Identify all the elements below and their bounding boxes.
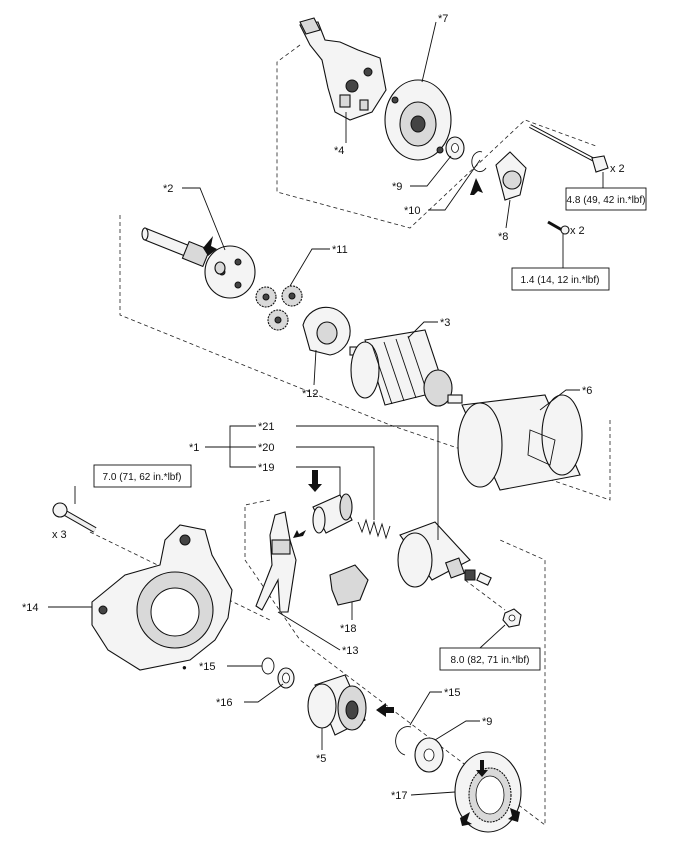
leader-21 <box>296 425 439 540</box>
arrow-ring-right <box>508 808 520 822</box>
leader-20 <box>296 446 375 520</box>
bracket-1c <box>229 447 256 468</box>
starter-housing <box>91 524 233 671</box>
end-cap <box>495 151 527 201</box>
leader-3 <box>407 321 438 339</box>
leader-17 <box>410 791 456 796</box>
leader-6 <box>539 389 580 411</box>
planetary-shaft <box>141 227 256 299</box>
leader-12 <box>313 349 317 386</box>
arrow-ring-top <box>476 760 488 777</box>
label-15-left: *15 <box>199 661 216 673</box>
label-1: *1 <box>189 442 199 454</box>
label-9-top: *9 <box>392 181 402 193</box>
torque-box-4 <box>439 647 541 671</box>
stop-collar <box>277 667 295 689</box>
through-bolt <box>529 124 609 173</box>
drive-lever <box>255 511 297 613</box>
label-17: *17 <box>391 790 408 802</box>
label-16: *16 <box>216 697 233 709</box>
label-5: *5 <box>316 753 326 765</box>
multiplier-bolt: x 2 <box>610 163 625 175</box>
brush-holder <box>299 17 387 121</box>
label-20: *20 <box>258 442 275 454</box>
label-4: *4 <box>334 145 344 157</box>
label-2: *2 <box>163 183 173 195</box>
plunger <box>312 493 353 534</box>
return-spring <box>357 518 391 540</box>
starter-clutch <box>307 674 367 736</box>
leader-19 <box>296 466 341 495</box>
label-7: *7 <box>438 13 448 25</box>
washer-bottom <box>414 737 444 773</box>
leader-16 <box>244 683 284 703</box>
armature <box>349 329 463 407</box>
leader-7 <box>421 21 437 83</box>
leader-9 <box>410 155 452 187</box>
arrow-ring-left <box>460 812 472 826</box>
multiplier-housing-bolt: x 3 <box>52 529 67 541</box>
leader-t4 <box>479 624 506 649</box>
label-12: *12 <box>302 388 319 400</box>
frame-bottom <box>244 525 546 826</box>
nut-axis-line <box>464 579 506 611</box>
torque-text-4: 8.0 (82, 71 in.*lbf) <box>451 655 530 666</box>
label-3: *3 <box>440 317 450 329</box>
leader-8 <box>505 199 511 229</box>
commutator-end-frame <box>384 79 452 161</box>
arrow-clutch <box>376 703 394 717</box>
bracket-1a <box>205 425 256 448</box>
torque-box-2 <box>511 267 610 291</box>
magnetic-switch <box>397 521 492 588</box>
housing-bolt <box>52 502 97 533</box>
bullet-dot: ● <box>182 663 187 672</box>
label-18: *18 <box>340 623 357 635</box>
snap-ring-right <box>395 726 412 756</box>
arrow-clip-top <box>470 178 483 195</box>
frame-top <box>276 44 597 229</box>
washer-top <box>445 136 465 160</box>
label-11: *11 <box>332 244 348 256</box>
leader-11 <box>289 248 330 287</box>
frame-lower <box>244 499 271 525</box>
label-10: *10 <box>404 205 421 217</box>
planetary-gears <box>255 285 303 331</box>
internal-gear-plate <box>302 306 351 356</box>
leader-9b <box>434 720 480 741</box>
torque-text-3: 7.0 (71, 62 in.*lbf) <box>103 472 182 483</box>
torque-box-1 <box>565 187 647 211</box>
leader-2 <box>182 187 226 251</box>
lever-seal <box>329 564 369 606</box>
arrow-plunger <box>308 470 322 492</box>
label-6: *6 <box>582 385 592 397</box>
label-8: *8 <box>498 231 508 243</box>
label-14: *14 <box>22 602 39 614</box>
arrow-shaft <box>203 236 217 256</box>
frame-middle <box>119 215 611 501</box>
yoke-housing <box>457 394 583 491</box>
label-13: *13 <box>342 645 359 657</box>
torque-box-3 <box>93 464 192 488</box>
label-21: *21 <box>258 421 275 433</box>
torque-text-2: 1.4 (14, 12 in.*lbf) <box>521 275 600 286</box>
terminal-nut <box>502 608 522 628</box>
snap-ring-left <box>261 657 275 675</box>
label-15-right: *15 <box>444 687 461 699</box>
label-9-bottom: *9 <box>482 716 492 728</box>
label-19: *19 <box>258 462 275 474</box>
leader-13 <box>277 611 341 651</box>
torque-text-1: 4.8 (49, 42 in.*lbf) <box>567 195 646 206</box>
leader-15b <box>409 691 442 726</box>
small-screw <box>547 220 570 235</box>
arrow-lever <box>293 530 306 538</box>
internal-gear <box>454 751 522 833</box>
leader-10 <box>428 159 481 211</box>
multiplier-screw: x 2 <box>570 225 585 237</box>
clip-top <box>471 151 487 173</box>
